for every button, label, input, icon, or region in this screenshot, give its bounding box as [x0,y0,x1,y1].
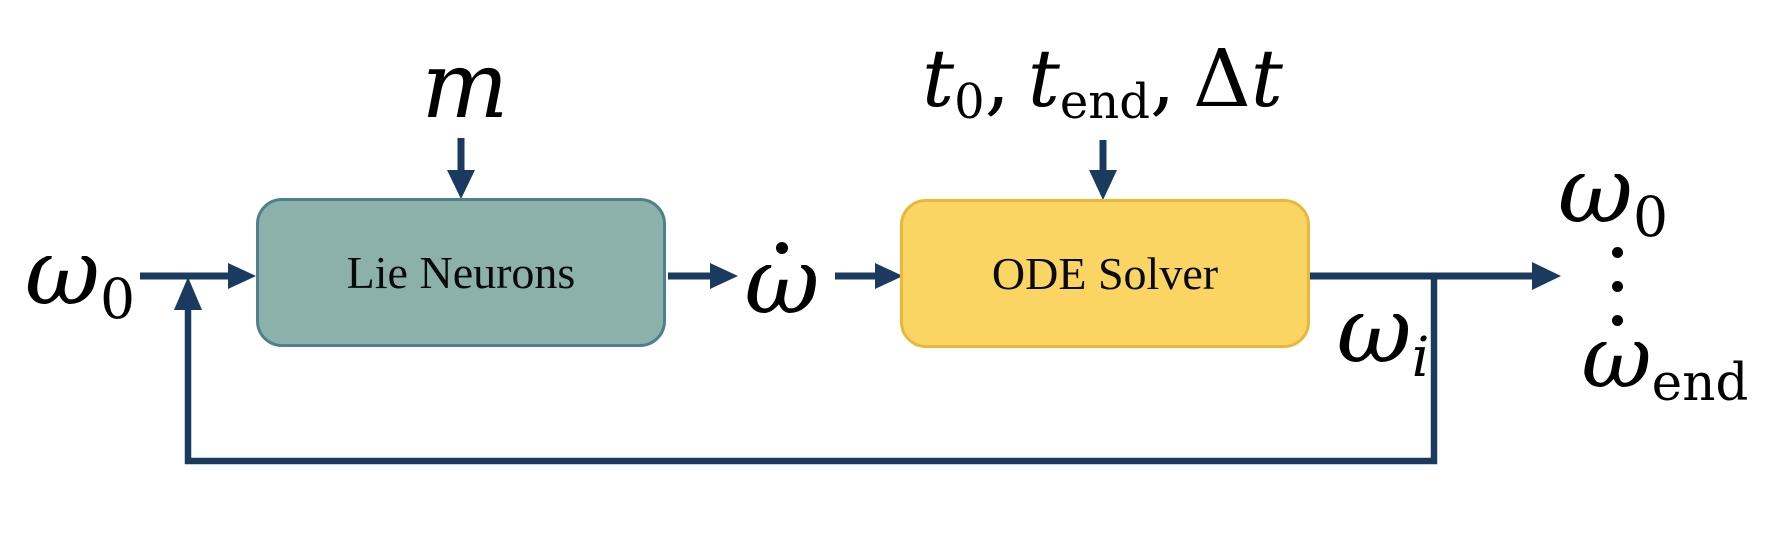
label-initial-state: ω0 [20,227,140,328]
t0-sub: 0 [954,74,985,130]
feedback-up-arrowhead [174,277,202,310]
arrow-omega0-to-lie [140,263,256,289]
t0-base: t [922,32,955,125]
module-param-base: m [421,32,509,139]
label-time-params: t0,tend,Δt [922,39,1283,127]
label-state-derivative: ω [727,236,837,328]
initial-state-sub: 0 [99,267,136,332]
arrow-timeparams-to-ode [1089,140,1117,200]
ellipsis-dot [1612,247,1623,258]
arrow-lie-to-omegadot [668,263,738,289]
node-ode-solver-label: ODE Solver [991,248,1219,299]
time-params-comma1: , [984,32,1011,125]
time-params-comma2: , [1149,32,1176,125]
label-output-first: ω0 [1553,145,1673,246]
ellipsis-dot [1612,315,1623,326]
dt-base: t [1250,32,1283,125]
label-module-param: m [400,40,530,132]
ellipsis-dot [1612,281,1623,292]
arrow-ode-to-output [1310,262,1561,290]
label-iterate-state: ωi [1323,285,1443,386]
feedback-loop-line [174,273,1438,465]
node-lie-neurons: Lie Neurons [256,198,666,347]
output-first-base: ω [1557,137,1633,244]
vertical-ellipsis-icon [1612,247,1623,326]
label-output-last: ωend [1575,315,1755,409]
node-lie-neurons-label: Lie Neurons [346,247,576,298]
node-ode-solver: ODE Solver [900,199,1310,348]
output-first-sub: 0 [1632,185,1669,250]
iterate-state-base: ω [1336,277,1412,384]
arrow-omegadot-to-ode [835,263,903,289]
derivative-overdot-icon [776,242,788,254]
initial-state-base: ω [24,219,100,326]
arrow-m-to-lie [447,138,475,199]
tend-base: t [1027,32,1060,125]
delta-symbol: Δ [1192,32,1251,125]
tend-sub: end [1059,74,1150,130]
output-last-sub: end [1651,352,1749,413]
output-last-base: ω [1581,308,1652,408]
iterate-state-sub: i [1411,325,1430,390]
